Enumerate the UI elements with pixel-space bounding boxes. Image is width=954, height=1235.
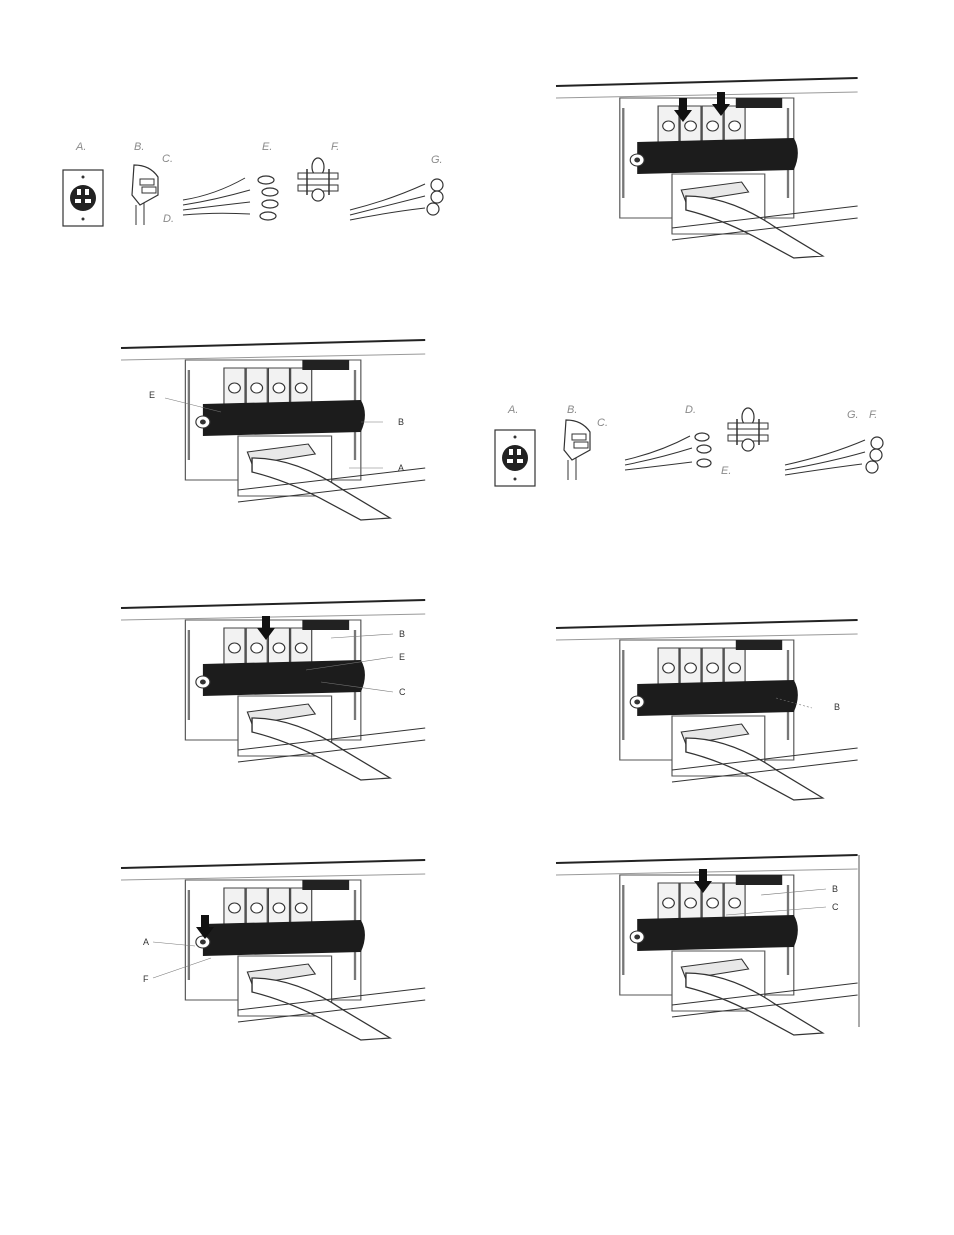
terminal-block-step-top-right xyxy=(554,76,859,260)
cord-spade-terminals-icon xyxy=(624,432,712,471)
cord-ring-terminals-g-icon xyxy=(349,178,444,221)
label-a: A xyxy=(398,463,404,473)
label-c: C xyxy=(832,902,839,912)
plug-icon xyxy=(131,164,159,226)
label-e: E. xyxy=(262,141,272,153)
label-d: D. xyxy=(685,404,696,416)
label-c: C. xyxy=(597,417,608,429)
parts-3wire-figure: A. B. C. D. E. G. F. xyxy=(494,404,884,487)
label-e: E. xyxy=(721,465,731,477)
label-a: A xyxy=(143,937,149,947)
strain-relief-icon xyxy=(727,407,769,452)
label-b: B xyxy=(832,884,838,894)
terminal-block-step-left-3: B E C xyxy=(119,598,427,782)
label-b: B xyxy=(834,702,840,712)
label-e: E xyxy=(149,390,155,400)
label-g: G. xyxy=(847,409,859,421)
terminal-block-step-left-4: A F xyxy=(119,858,427,1042)
label-c: C. xyxy=(162,153,173,165)
receptacle-3prong-icon xyxy=(494,429,536,487)
terminal-block-step-right-4: B C xyxy=(554,853,860,1037)
label-f: F. xyxy=(869,409,877,421)
label-a: A. xyxy=(75,141,86,153)
cord-ring-terminals-icon xyxy=(784,436,884,476)
label-f: F. xyxy=(331,141,339,153)
cord-ring-terminals-icon xyxy=(182,175,279,221)
terminal-block-step-right-3: B xyxy=(554,618,859,802)
receptacle-4prong-icon xyxy=(62,169,104,227)
strain-relief-icon xyxy=(297,157,339,202)
parts-4wire-figure: A. B. C. D. E. F. G. xyxy=(62,141,444,227)
label-b: B. xyxy=(567,404,577,416)
label-d: D. xyxy=(163,213,174,225)
label-b: B. xyxy=(134,141,144,153)
label-g: G. xyxy=(431,154,443,166)
label-c: C xyxy=(399,687,406,697)
label-b: B xyxy=(398,417,404,427)
label-e: E xyxy=(399,652,405,662)
label-a: A. xyxy=(507,404,518,416)
terminal-block-step-mid-left: E B A xyxy=(119,338,427,522)
label-b: B xyxy=(399,629,405,639)
label-f: F xyxy=(143,974,149,984)
plug-icon xyxy=(563,419,591,481)
